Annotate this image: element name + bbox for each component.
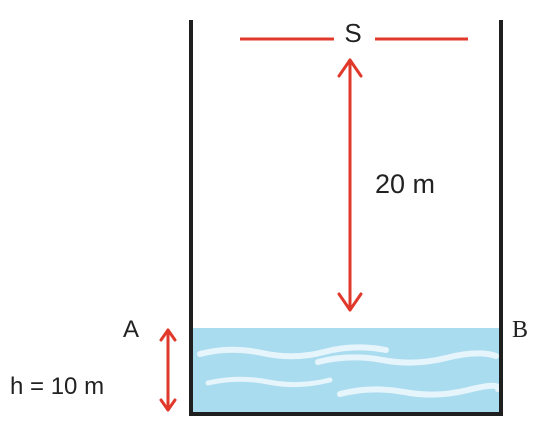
distance-arrow [337, 58, 363, 312]
tank-walls [189, 20, 503, 416]
water-body [191, 328, 500, 414]
depth-arrow [159, 328, 177, 412]
depth-label: h = 10 m [10, 373, 104, 400]
distance-label: 20 m [375, 169, 435, 199]
point-a-label: A [123, 316, 139, 343]
water-waves [197, 344, 502, 398]
point-b-label: B [512, 317, 528, 343]
source-label: S [344, 18, 361, 48]
